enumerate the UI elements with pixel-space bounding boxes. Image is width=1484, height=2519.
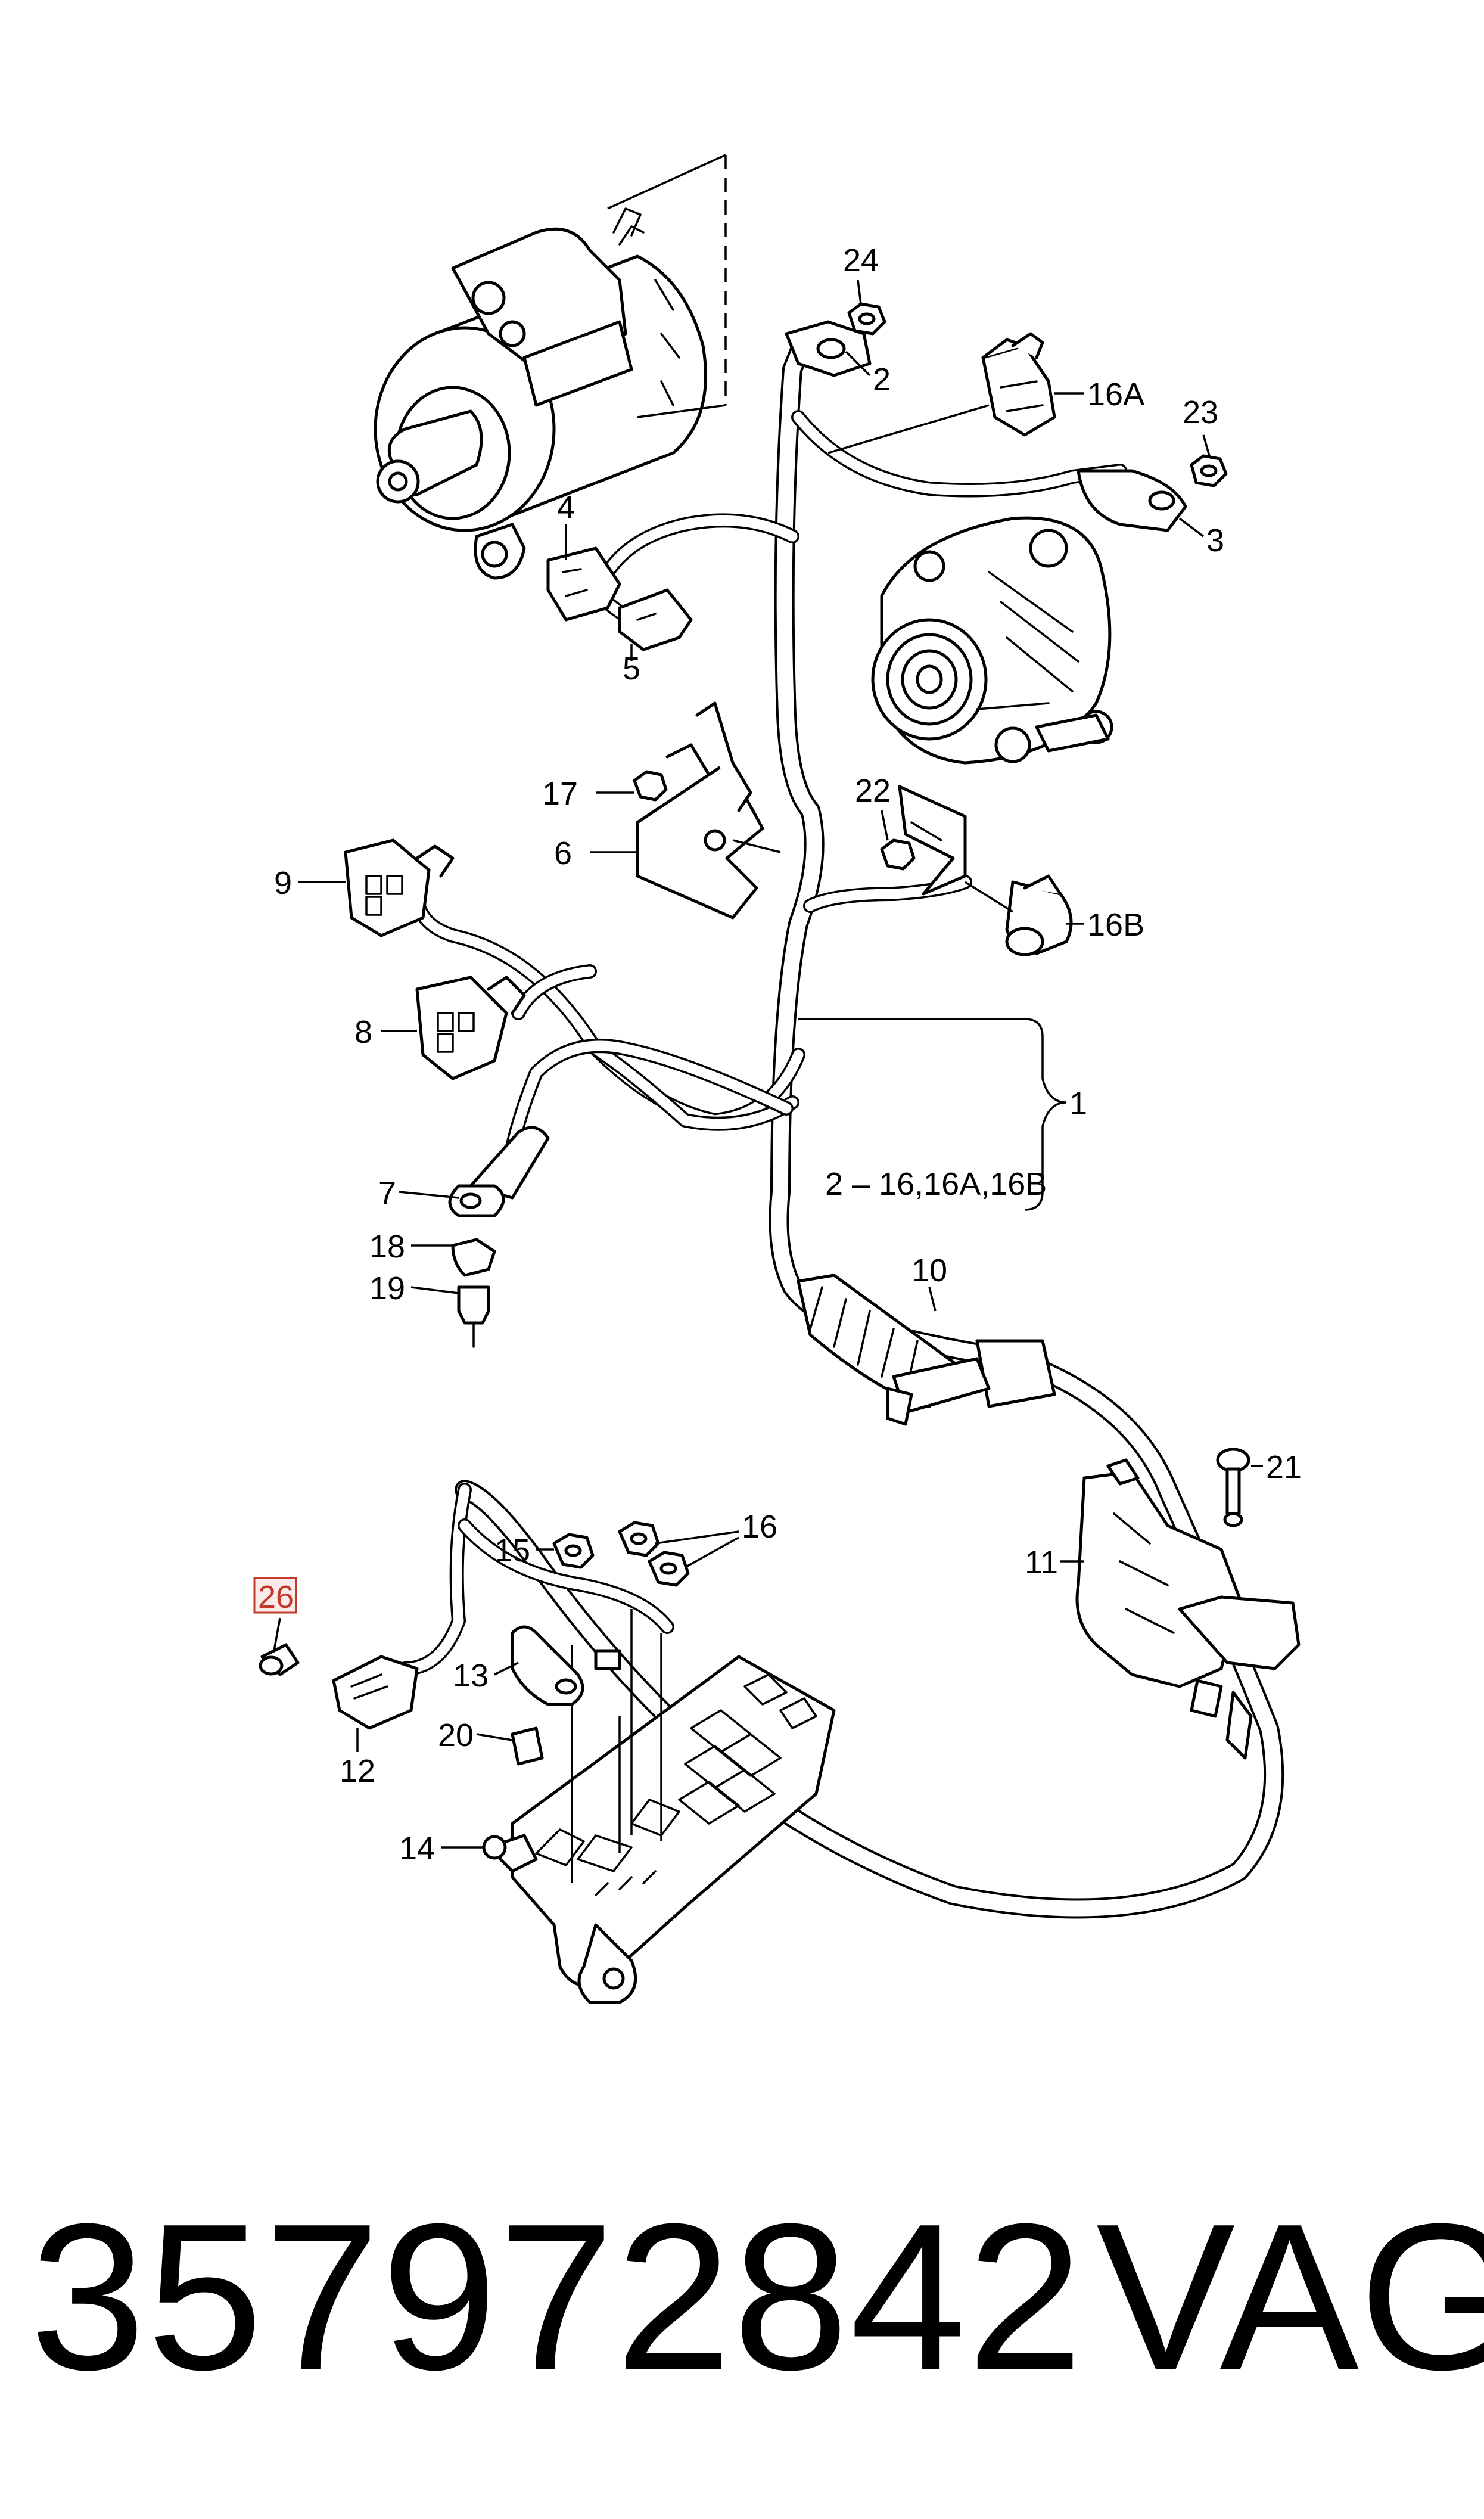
relay-11 (1075, 1458, 1301, 1760)
sensor-16a (981, 332, 1056, 437)
label-4: 4 (557, 490, 575, 526)
ground-lug-7 (448, 1126, 550, 1217)
corrugated-sleeve (797, 1274, 1056, 1426)
nut-15 (552, 1533, 595, 1569)
label-6: 6 (554, 835, 572, 871)
starter-leader (607, 154, 726, 210)
label-22: 22 (855, 773, 891, 809)
label-15: 15 (494, 1533, 530, 1568)
nut-23 (1190, 454, 1228, 487)
label-19: 19 (369, 1271, 405, 1306)
label-11: 11 (1025, 1545, 1058, 1580)
leader-16a-line (827, 404, 990, 454)
label-16a: 16A (1087, 377, 1144, 412)
label-1: 1 (1069, 1086, 1087, 1122)
callout-bracket-1 (798, 1018, 1067, 1211)
label-18: 18 (369, 1229, 405, 1265)
ring-lug-2 (785, 320, 872, 377)
connector-9 (344, 838, 455, 937)
label-12: 12 (340, 1753, 375, 1789)
sensor-16b (1005, 874, 1073, 956)
ring-lug-3 (1077, 469, 1187, 532)
label-16: 16 (742, 1509, 777, 1545)
label-9: 9 (274, 865, 292, 901)
ring-lug-13 (511, 1625, 621, 1706)
nut-17 (633, 770, 668, 802)
label-14: 14 (399, 1831, 435, 1866)
nut-22 (880, 838, 916, 871)
alternator (871, 516, 1113, 765)
starter-motor (374, 207, 707, 580)
brand-name: VAG (1096, 2181, 1484, 2414)
label-16b: 16B (1087, 907, 1144, 943)
leaders (273, 279, 1263, 1849)
label-2: 2 (873, 362, 891, 397)
part-number: 357972842 (30, 2181, 1084, 2414)
connector-8 (415, 976, 526, 1080)
clip-18 (451, 1238, 496, 1277)
label-26-frame (253, 1577, 297, 1614)
plug-26 (259, 1643, 300, 1676)
connector-12 (332, 1655, 419, 1730)
nut-16-a (618, 1521, 660, 1557)
leader-bracket (732, 839, 781, 853)
label-7: 7 (378, 1175, 396, 1211)
fuse-box-14 (482, 1655, 836, 2004)
label-range: 2 – 16,16A,16B (825, 1166, 1047, 1202)
connector-5 (618, 588, 693, 651)
bolt-19 (457, 1285, 490, 1348)
starter-leader-lower (637, 404, 726, 418)
callout-labels: 24 2 16A 23 3 4 5 17 6 22 16B 9 8 1 2 – … (253, 243, 1302, 1866)
label-10: 10 (911, 1253, 947, 1288)
cap-20 (511, 1726, 544, 1766)
label-23: 23 (1183, 395, 1218, 430)
label-17: 17 (542, 776, 578, 812)
screw-21 (1216, 1448, 1250, 1527)
label-26: 26 (258, 1579, 294, 1615)
label-20: 20 (438, 1717, 474, 1753)
label-8: 8 (354, 1014, 372, 1050)
bracket-22 (898, 785, 967, 896)
label-24: 24 (843, 243, 879, 278)
label-3: 3 (1206, 523, 1224, 558)
label-21: 21 (1266, 1449, 1302, 1485)
label-13: 13 (453, 1658, 489, 1694)
nut-24 (847, 302, 886, 336)
connector-4 (546, 546, 621, 622)
nut-16-b (648, 1551, 690, 1587)
bracket-6 (636, 701, 764, 920)
label-5: 5 (623, 651, 640, 687)
leader-16b-line (965, 881, 1013, 913)
